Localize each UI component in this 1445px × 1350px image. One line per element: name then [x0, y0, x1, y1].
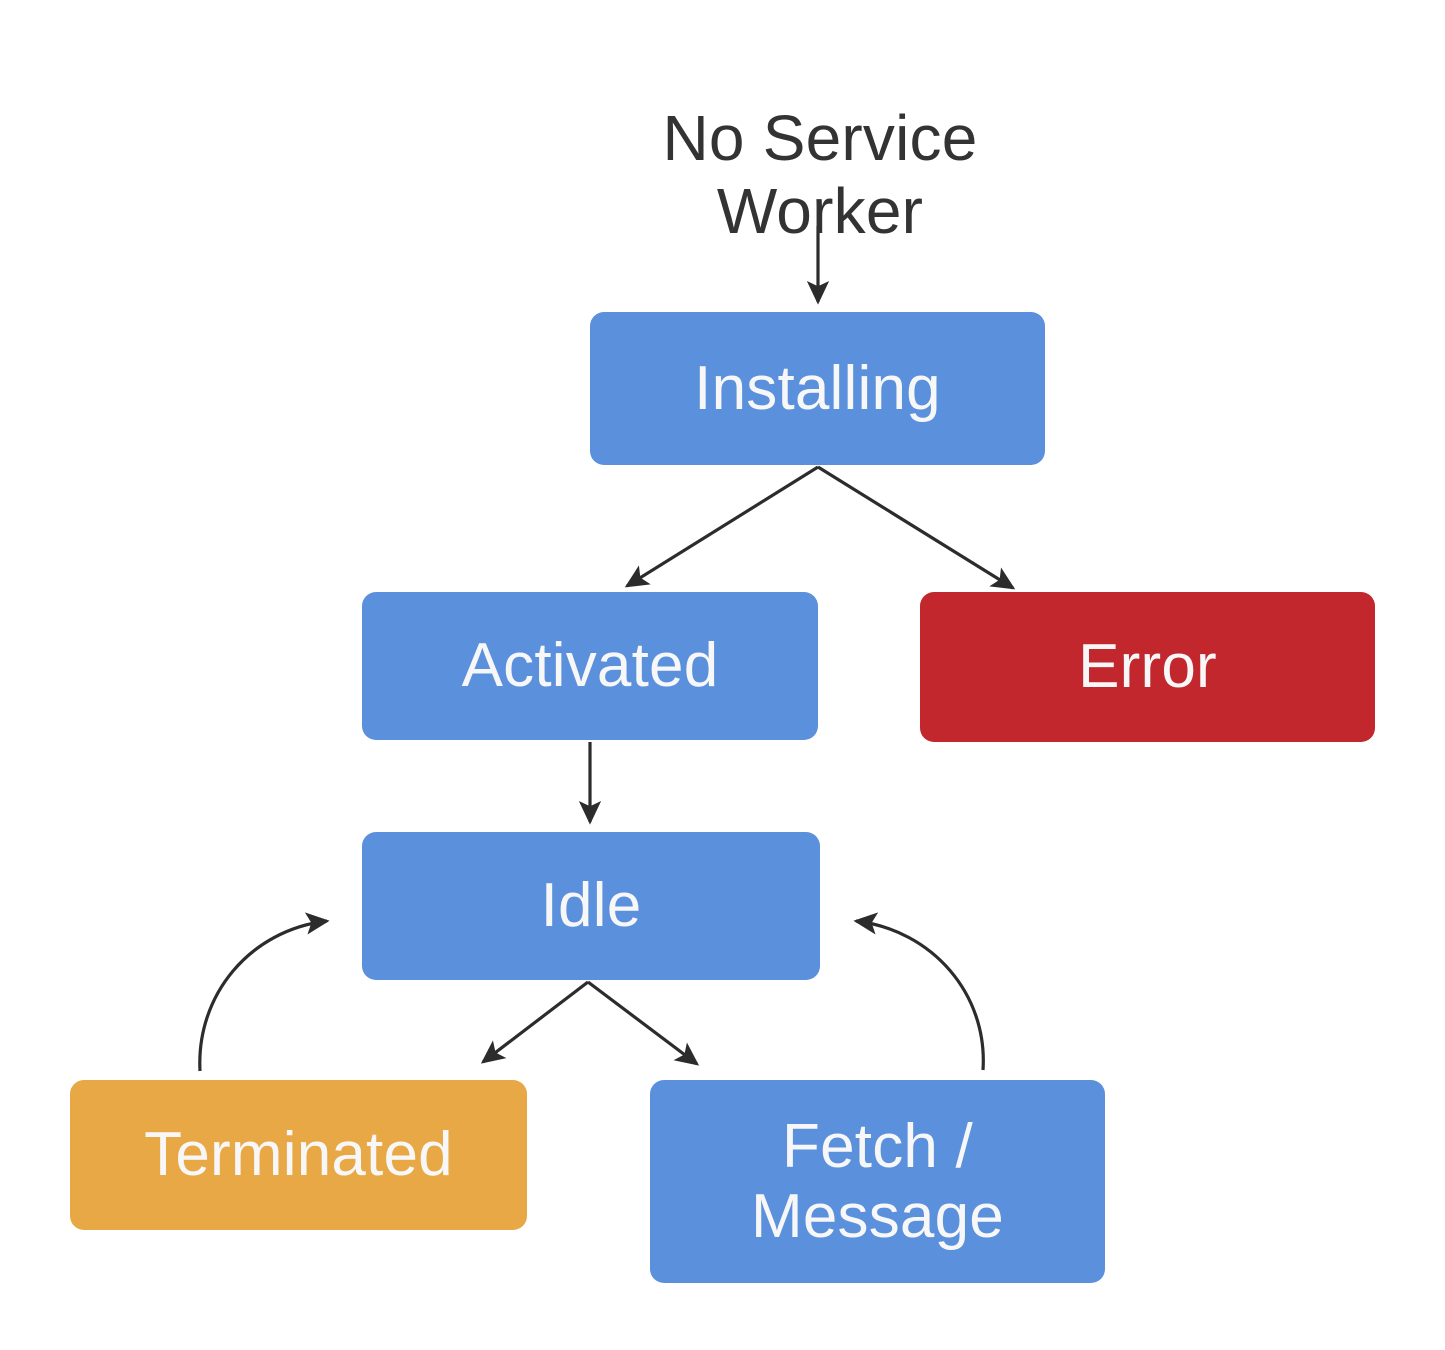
- node-label-error: Error: [1078, 632, 1217, 702]
- node-label-terminated: Terminated: [144, 1120, 453, 1190]
- node-installing[interactable]: Installing: [590, 312, 1045, 465]
- node-fetch-message[interactable]: Fetch / Message: [650, 1080, 1105, 1283]
- edge-installing-to-activated: [624, 465, 819, 588]
- node-label-idle: Idle: [540, 871, 642, 941]
- node-terminated[interactable]: Terminated: [70, 1080, 527, 1230]
- edge-idle-to-terminated: [480, 980, 589, 1064]
- node-label-fetch-message: Fetch / Message: [751, 1112, 1004, 1251]
- node-activated[interactable]: Activated: [362, 592, 818, 740]
- edge-idle-to-fetch-message: [587, 980, 700, 1066]
- node-error[interactable]: Error: [920, 592, 1375, 742]
- node-idle[interactable]: Idle: [362, 832, 820, 980]
- edge-installing-to-error: [817, 465, 1016, 590]
- node-label-installing: Installing: [694, 353, 941, 423]
- node-label-no-service-worker: No Service Worker: [662, 101, 978, 248]
- node-no-service-worker: No Service Worker: [470, 28, 1170, 249]
- edge-terminated-to-idle: [198, 912, 330, 1072]
- node-label-activated: Activated: [461, 631, 719, 701]
- edge-fetch-message-to-idle: [853, 912, 985, 1071]
